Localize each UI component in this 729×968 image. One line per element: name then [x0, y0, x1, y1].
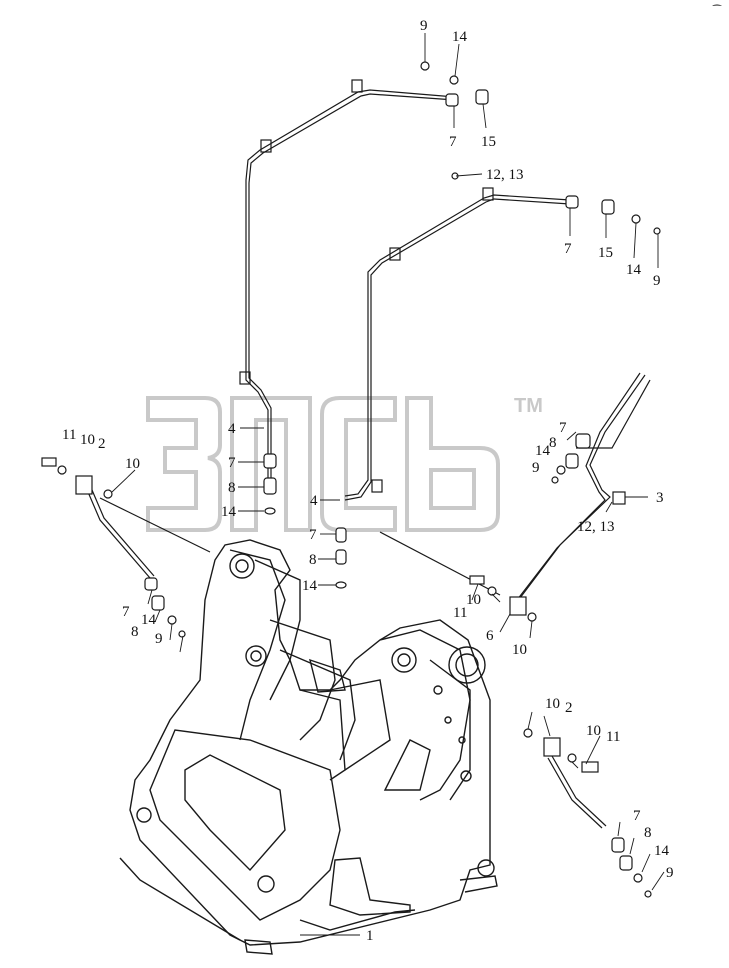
callout-14-mid-lower: 14	[302, 578, 318, 594]
callout-7-left: 7	[122, 604, 130, 620]
callout-2-left: 2	[98, 436, 106, 452]
callouts: 9 14 7 15 12, 13 7 15 14 9 4 7 8 14 4 7 …	[62, 18, 674, 944]
callout-9-ur: 9	[532, 460, 540, 476]
callout-8-ur: 8	[549, 435, 557, 451]
callout-10-lr: 10	[545, 696, 560, 712]
callout-7-right: 7	[564, 241, 572, 257]
callout-4-lower: 4	[310, 493, 318, 509]
callout-7-mid-upper: 7	[228, 455, 236, 471]
callout-10-left2: 10	[125, 456, 140, 472]
callout-3: 3	[656, 490, 664, 506]
watermark	[146, 396, 500, 532]
callout-12-13-top: 12, 13	[486, 167, 524, 183]
callout-14-lr: 14	[654, 843, 670, 859]
callout-12-13-right: 12, 13	[577, 519, 615, 535]
leader-lines	[111, 33, 665, 936]
callout-7-top: 7	[449, 134, 457, 150]
loader-front-frame	[119, 539, 498, 955]
callout-9-lr: 9	[666, 865, 674, 881]
corner-mark: ⁀	[712, 4, 722, 17]
callout-8-mid-upper: 8	[228, 480, 236, 496]
callout-4-upper: 4	[228, 421, 236, 437]
callout-7-ur: 7	[559, 420, 567, 436]
callout-14-top: 14	[452, 29, 468, 45]
callout-8-mid-lower: 8	[309, 552, 317, 568]
callout-11-mid: 11	[453, 605, 467, 621]
watermark-trademark: TM	[514, 395, 543, 417]
callout-10-mid2: 10	[512, 642, 527, 658]
callout-7-mid-lower: 7	[309, 527, 317, 543]
callout-2-lr: 2	[565, 700, 573, 716]
callout-9-left: 9	[155, 631, 163, 647]
callout-14-right: 14	[626, 262, 642, 278]
callout-9-right: 9	[653, 273, 661, 289]
callout-15-right: 15	[598, 245, 613, 261]
callout-14-ur: 14	[535, 443, 551, 459]
callout-6: 6	[486, 628, 494, 644]
fittings	[41, 61, 661, 898]
callout-14-mid-upper: 14	[221, 504, 237, 520]
callout-7-lr: 7	[633, 808, 641, 824]
callout-10-mid: 10	[466, 592, 481, 608]
callout-1: 1	[366, 928, 374, 944]
callout-8-lr: 8	[644, 825, 652, 841]
callout-11-lr: 11	[606, 729, 620, 745]
callout-8-left: 8	[131, 624, 139, 640]
callout-14-left: 14	[141, 612, 157, 628]
callout-10-left: 10	[80, 432, 95, 448]
hydraulic-lines	[87, 79, 651, 829]
callout-10-lr2: 10	[586, 723, 601, 739]
callout-11-left: 11	[62, 427, 76, 443]
callout-9-top: 9	[420, 18, 428, 34]
callout-15-top: 15	[481, 134, 496, 150]
